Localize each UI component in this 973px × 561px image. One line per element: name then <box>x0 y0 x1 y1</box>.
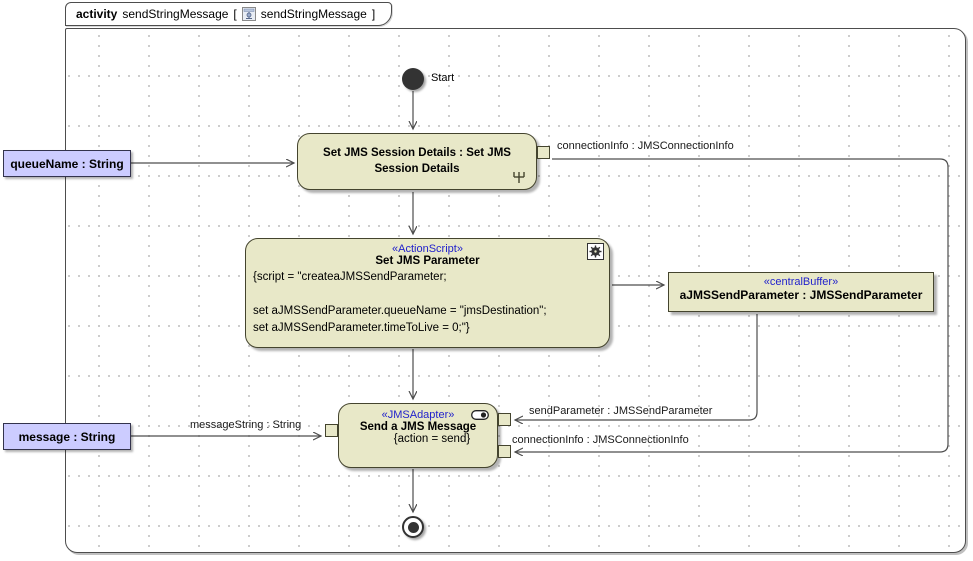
frame-diagram-name: sendStringMessage <box>260 7 367 21</box>
adapter-icon <box>471 410 489 420</box>
action-script-body: {script = "createaJMSSendParameter; set … <box>246 267 609 337</box>
action-title: Send a JMS Message <box>359 421 477 433</box>
parameter-label: queueName : String <box>10 156 124 171</box>
action-constraint: {action = send} <box>393 433 471 445</box>
stereotype-label: «ActionScript» <box>392 243 463 255</box>
frame-open-bracket: [ <box>233 7 237 21</box>
edge-buffer-to-send <box>515 314 758 420</box>
input-pin-messagestring[interactable] <box>325 424 338 437</box>
edge-connectioninfo <box>515 158 949 452</box>
initial-node-label: Start <box>431 72 455 84</box>
central-buffer-ajmssendparameter[interactable]: «centralBuffer» aJMSSendParameter : JMSS… <box>668 272 934 312</box>
frame-keyword: activity <box>76 7 118 21</box>
script-line: {script = "createaJMSSendParameter; <box>253 271 447 283</box>
input-pin-sendparameter[interactable] <box>498 413 511 426</box>
script-line <box>253 286 602 303</box>
action-title: Set JMS Parameter <box>375 255 480 267</box>
edge-label-sendparameter[interactable]: sendParameter : JMSSendParameter <box>529 405 713 417</box>
parameter-node-message[interactable]: message : String <box>3 423 131 450</box>
final-node-dot <box>407 521 419 533</box>
buffer-title: aJMSSendParameter : JMSSendParameter <box>679 288 923 302</box>
output-pin-connectioninfo[interactable] <box>537 146 550 159</box>
action-title: Set JMS Session Details : Set JMS Sessio… <box>323 146 511 175</box>
input-pin-connectioninfo[interactable] <box>498 445 511 458</box>
initial-node[interactable] <box>402 68 424 90</box>
action-send-jms-message[interactable]: «JMSAdapter» Send a JMS Message {action … <box>338 403 498 468</box>
parameter-node-queuename[interactable]: queueName : String <box>3 150 131 177</box>
rake-icon <box>513 172 525 183</box>
stereotype-label: «centralBuffer» <box>763 276 839 288</box>
frame-activity-name: sendStringMessage <box>122 7 229 21</box>
script-line: set aJMSSendParameter.queueName = "jmsDe… <box>253 305 547 317</box>
frame-close-bracket: ] <box>371 7 376 21</box>
activity-final-node[interactable] <box>402 516 424 538</box>
script-line: set aJMSSendParameter.timeToLive = 0;"} <box>253 322 470 334</box>
parameter-label: message : String <box>18 429 116 444</box>
activity-diagram-icon <box>241 7 256 21</box>
edge-label-connectioninfo-bottom[interactable]: connectionInfo : JMSConnectionInfo <box>512 434 689 446</box>
stereotype-label: «JMSAdapter» <box>381 409 455 421</box>
action-set-jms-parameter[interactable]: «ActionScript» Set JMS Parameter {script… <box>245 238 610 348</box>
edge-label-messagestring[interactable]: messageString : String <box>190 419 302 431</box>
edge-label-connectioninfo-top[interactable]: connectionInfo : JMSConnectionInfo <box>557 140 734 152</box>
gear-icon <box>587 243 604 260</box>
action-set-jms-session-details[interactable]: Set JMS Session Details : Set JMS Sessio… <box>297 133 537 190</box>
diagram-frame-header[interactable]: activity sendStringMessage [ sendStringM… <box>65 2 393 26</box>
